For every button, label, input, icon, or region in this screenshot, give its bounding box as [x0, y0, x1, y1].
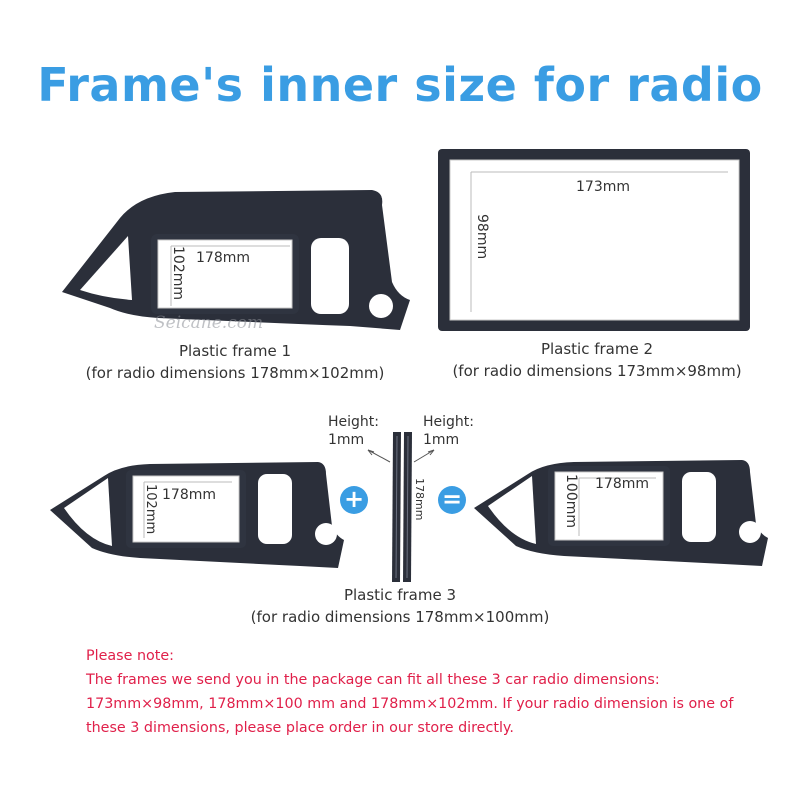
frame3-caption: Plastic frame 3 (for radio dimensions 17… [230, 584, 570, 628]
frame2-caption: Plastic frame 2 (for radio dimensions 17… [432, 338, 762, 382]
page-title: Frame's inner size for radio [37, 58, 763, 112]
height-label-right: Height: 1mm [423, 414, 474, 448]
note-line-3: these 3 dimensions, please place order i… [86, 720, 514, 736]
note-heading: Please note: [86, 648, 174, 664]
frame3-left-width-label: 178mm [162, 487, 216, 503]
frame1-height-label: 102mm [170, 246, 186, 300]
frame2-height-label: 98mm [474, 214, 490, 259]
note-line-2: 173mm×98mm, 178mm×100 mm and 178mm×102mm… [86, 696, 734, 712]
spacer-strips-image: 178mm [367, 432, 435, 582]
plastic-frame-1-image: Seicane.com 178mm 102mm [62, 190, 410, 333]
frame3-right-height-label: 100mm [563, 474, 579, 528]
plastic-frame-3-right-image: 178mm 100mm [474, 460, 768, 566]
frame1-caption: Plastic frame 1 (for radio dimensions 17… [70, 340, 400, 384]
note-line-1: The frames we send you in the package ca… [86, 672, 660, 688]
frame2-dimensions: (for radio dimensions 173mm×98mm) [452, 362, 742, 380]
frame2-width-label: 173mm [576, 179, 630, 195]
please-note: Please note: The frames we send you in t… [86, 644, 766, 740]
plastic-frame-2-image: 173mm 98mm [438, 149, 750, 331]
watermark: Seicane.com [154, 313, 263, 333]
frame1-width-label: 178mm [196, 250, 250, 266]
equals-icon: = [438, 486, 466, 514]
plus-icon: + [340, 486, 368, 514]
height-label-left: Height: 1mm [328, 414, 379, 448]
frame3-right-width-label: 178mm [595, 476, 649, 492]
strip-length-label: 178mm [413, 478, 426, 520]
frame1-title: Plastic frame 1 [178, 342, 292, 360]
frame3-title: Plastic frame 3 [343, 586, 457, 604]
frame2-title: Plastic frame 2 [540, 340, 654, 358]
frame3-dimensions: (for radio dimensions 178mm×100mm) [250, 608, 550, 626]
plastic-frame-3-left-image: 178mm 102mm [50, 462, 344, 568]
frame1-dimensions: (for radio dimensions 178mm×102mm) [85, 364, 385, 382]
frame3-left-height-label: 102mm [143, 484, 158, 534]
